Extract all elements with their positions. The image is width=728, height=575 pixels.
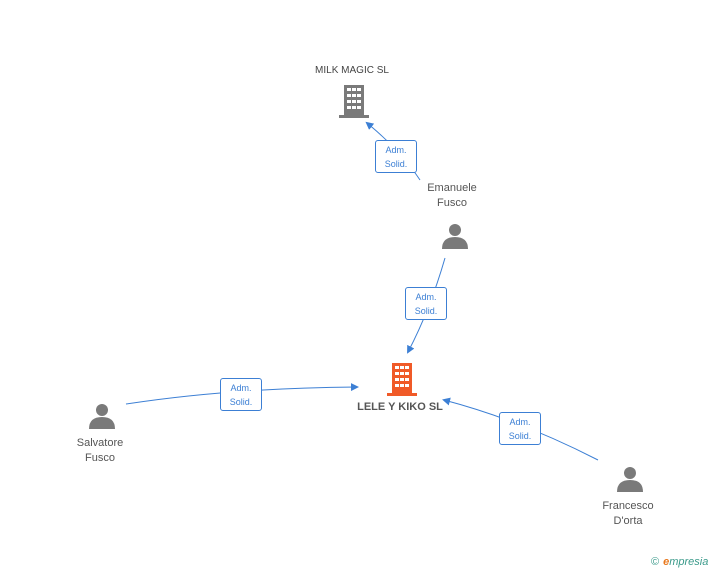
edge-label-line1: Adm.	[509, 417, 531, 427]
edge-label-francesco-to-lele[interactable]: Adm. Solid.	[499, 412, 541, 445]
person-icon[interactable]	[441, 221, 469, 249]
person-name-first: Francesco	[602, 500, 654, 512]
edge-label-emanuele-to-milk[interactable]: Adm. Solid.	[375, 140, 417, 173]
edge-label-salvatore-to-lele[interactable]: Adm. Solid.	[220, 378, 262, 411]
edge-label-line2: Solid.	[229, 397, 253, 407]
edge-label-emanuele-to-lele[interactable]: Adm. Solid.	[405, 287, 447, 320]
brand-name: mpresia	[669, 556, 709, 568]
brand-initial: e	[663, 556, 670, 568]
empresia-brand[interactable]: ©empresia	[651, 556, 708, 568]
person-label-salvatore-fusco: Salvatore Fusco	[60, 436, 140, 466]
person-name-first: Emanuele	[427, 182, 477, 194]
edge-label-line1: Adm.	[415, 292, 437, 302]
edge-label-line2: Solid.	[414, 306, 438, 316]
copyright-symbol: ©	[651, 556, 660, 568]
building-icon-focus[interactable]	[386, 361, 418, 397]
edge-label-line1: Adm.	[230, 383, 252, 393]
building-icon[interactable]	[338, 83, 370, 119]
edge-label-line2: Solid.	[384, 159, 408, 169]
person-name-last: Fusco	[85, 452, 115, 464]
company-label-milk-magic: MILK MAGIC SL	[315, 65, 389, 76]
person-icon[interactable]	[88, 401, 116, 429]
person-name-first: Salvatore	[76, 437, 124, 449]
edge-label-line1: Adm.	[385, 145, 407, 155]
person-label-emanuele-fusco: Emanuele Fusco	[412, 181, 492, 211]
edge-label-line2: Solid.	[508, 431, 532, 441]
person-label-francesco-dorta: Francesco D'orta	[588, 499, 668, 529]
person-name-last: D'orta	[613, 515, 643, 527]
person-name-last: Fusco	[437, 197, 467, 209]
company-label-lele-y-kiko: LELE Y KIKO SL	[357, 401, 443, 413]
person-icon[interactable]	[616, 464, 644, 492]
